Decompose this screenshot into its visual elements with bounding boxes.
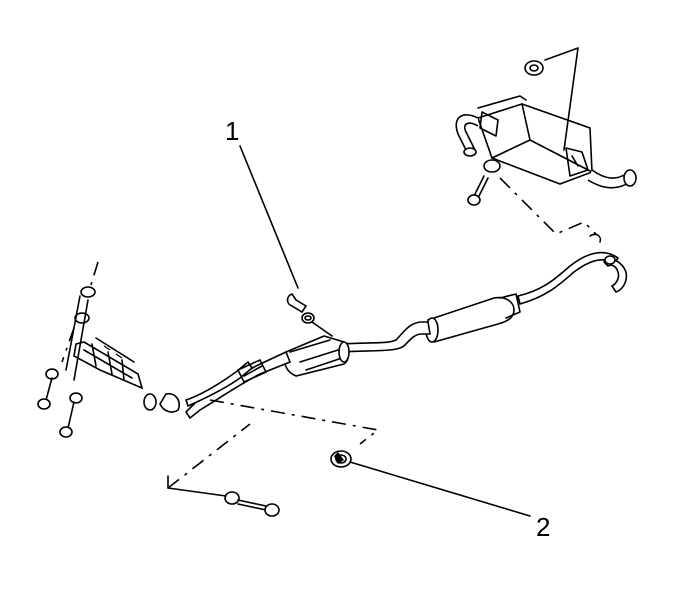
- rear-muffler: [455, 47, 637, 235]
- manifold-stud-icon: [37, 286, 96, 438]
- callout-2-label: 2: [536, 512, 550, 542]
- callout-1: 1: [225, 116, 299, 289]
- gasket-icon: [330, 450, 352, 468]
- exhaust-manifold: [37, 261, 144, 438]
- intermediate-pipe: [339, 233, 628, 353]
- callout-1-label: 1: [225, 116, 239, 146]
- resonator: [425, 293, 521, 343]
- catalytic-converter: [283, 293, 350, 377]
- front-pipe: [143, 350, 380, 517]
- callout-2: 2: [349, 461, 550, 542]
- rubber-insulator-icon: [524, 60, 544, 76]
- oxygen-sensor: [286, 293, 333, 337]
- hanger-bolt-icon: [467, 159, 501, 206]
- flange-bolt-icon: [167, 487, 280, 517]
